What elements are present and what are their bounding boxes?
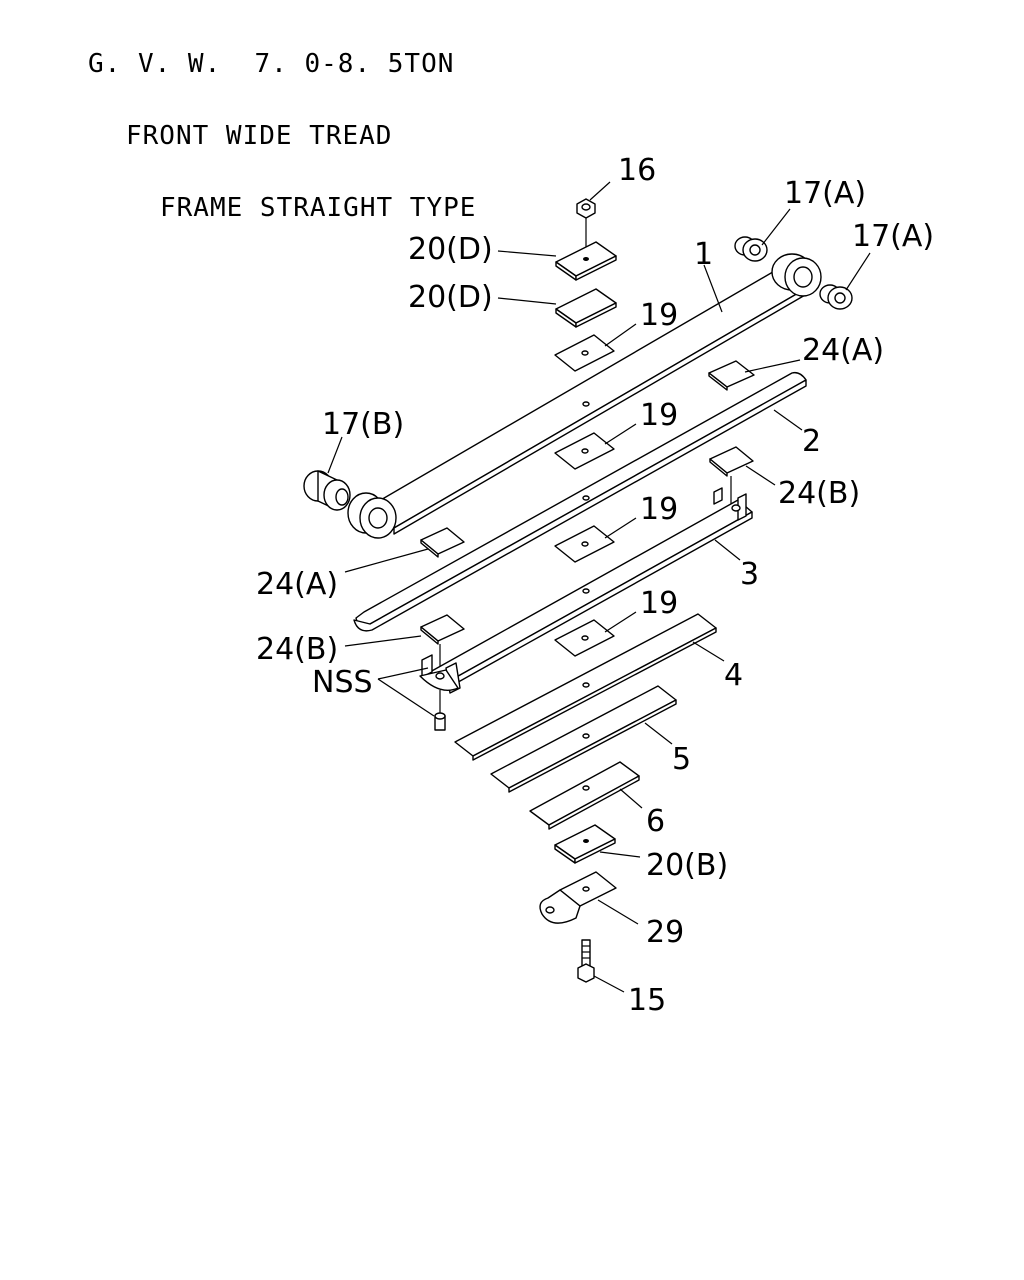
bushing-17a-rear[interactable] [734, 236, 768, 262]
callout-20d-lower: 20(D) [408, 280, 493, 315]
callout-16: 16 [618, 153, 656, 188]
callout-24a-upper: 24(A) [802, 333, 884, 368]
bolt-15[interactable] [577, 939, 595, 983]
main-leaf-1[interactable] [347, 253, 822, 539]
leaf-4[interactable] [454, 613, 717, 761]
leader-lines [327, 181, 871, 993]
leaf-2[interactable] [353, 371, 807, 632]
nut-16[interactable] [576, 198, 596, 255]
bolt-nss[interactable] [434, 690, 446, 731]
pad-24b-lower[interactable] [420, 614, 465, 672]
callout-20b: 20(B) [646, 848, 728, 883]
callout-nss: NSS [312, 665, 373, 700]
callout-24a-lower: 24(A) [256, 567, 338, 602]
callout-3: 3 [740, 557, 759, 592]
callout-29: 29 [646, 915, 684, 950]
callout-4: 4 [724, 658, 743, 693]
plate-20b[interactable] [554, 824, 616, 864]
callout-19-fourth: 19 [640, 586, 678, 621]
diagram-header: G. V. W. 7. 0-8. 5TON FRONT WIDE TREAD F… [88, 4, 476, 268]
callout-17b: 17(B) [322, 407, 404, 442]
header-line-gvw: G. V. W. 7. 0-8. 5TON [88, 49, 455, 79]
leaf-6[interactable] [529, 761, 640, 830]
leaf-3[interactable] [419, 487, 753, 694]
leaf-5[interactable] [490, 685, 677, 793]
callout-5: 5 [672, 742, 691, 777]
pad-24b-upper[interactable] [709, 446, 754, 505]
callout-20d-upper: 20(D) [408, 232, 493, 267]
plate-20d-upper[interactable] [555, 241, 617, 281]
callout-19-top: 19 [640, 298, 678, 333]
callout-17a-front: 17(A) [852, 219, 934, 254]
pad-24a-upper[interactable] [708, 360, 755, 391]
callout-24b-upper: 24(B) [778, 476, 860, 511]
callout-24b-lower: 24(B) [256, 632, 338, 667]
callout-19-third: 19 [640, 492, 678, 527]
callout-19-second: 19 [640, 398, 678, 433]
bushing-17a-front[interactable] [819, 284, 853, 310]
pad-24a-lower[interactable] [420, 527, 465, 558]
header-line-frame: FRAME STRAIGHT TYPE [160, 193, 477, 223]
callout-6: 6 [646, 804, 665, 839]
header-line-tread: FRONT WIDE TREAD [126, 121, 393, 151]
callout-15: 15 [628, 983, 666, 1018]
pad-19-third[interactable] [554, 525, 615, 563]
callout-1: 1 [694, 237, 713, 272]
callout-2: 2 [802, 424, 821, 459]
pad-19-fourth[interactable] [554, 619, 615, 657]
callout-17a-rear: 17(A) [784, 176, 866, 211]
pad-19-top[interactable] [554, 334, 615, 372]
plate-20d-lower[interactable] [555, 288, 617, 328]
bracket-29[interactable] [539, 871, 617, 924]
callout-labels: 16 20(D) 20(D) 19 1 17(A) 17(A) 24(A) 17… [256, 153, 934, 1018]
pad-19-second[interactable] [554, 432, 615, 470]
bushing-17b[interactable] [303, 470, 351, 511]
